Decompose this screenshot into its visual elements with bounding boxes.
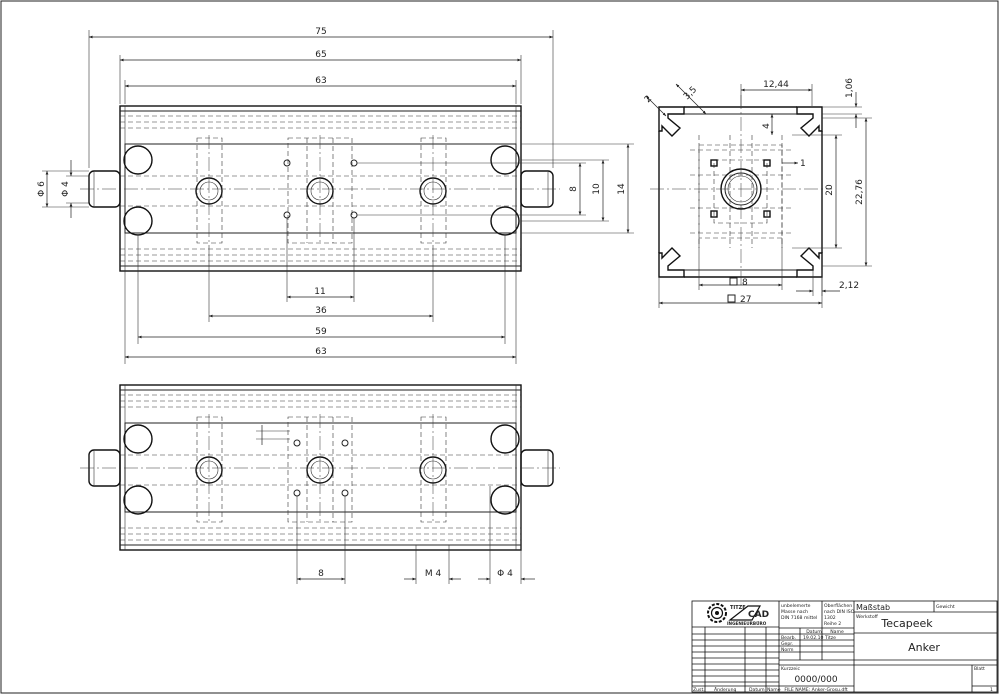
dim-8-vertical: 8 (569, 186, 579, 192)
dim-59: 59 (315, 327, 327, 337)
rev-col-name: Name (767, 687, 781, 693)
row-checked-label: Gepr. (781, 641, 793, 647)
front-view-dimensions: 75 65 63 11 36 59 63 8 10 (37, 27, 634, 364)
dim-8-bottom: 8 (318, 569, 324, 579)
dim-36: 36 (315, 306, 327, 316)
surface-line-3: 1302 (824, 615, 836, 621)
surface-line-4: Reihe 2 (824, 621, 841, 627)
sheet-number: 1 (990, 687, 993, 693)
weight-label: Gewicht (936, 604, 955, 610)
drawn-date: 19.02.10 (803, 635, 824, 641)
logo-text-cad: CAD (748, 610, 769, 620)
dim-phi6: Φ 6 (37, 181, 47, 197)
dim-11: 11 (314, 287, 325, 297)
file-name: FILE NAME: Anker-Grosu.dft (784, 687, 848, 693)
rev-col-change: Änderung (714, 686, 737, 693)
company-logo: TITZE CAD INGENIEURBÜRO (707, 603, 769, 626)
dim-3-5: 3,5 (682, 85, 699, 102)
surface-line-2: nach DIN ISO (824, 609, 855, 615)
dim-m4: M 4 (425, 569, 442, 579)
dim-2-12: 2,12 (839, 281, 859, 291)
dim-1-06: 1,06 (845, 78, 855, 98)
tolerance-line-1: unbelemerte (781, 603, 811, 609)
title-block: TITZE CAD INGENIEURBÜRO unbelemerte Mass… (691, 600, 998, 693)
scale-label: Maßstab (856, 603, 890, 612)
row-norm-label: Norm (781, 647, 794, 653)
dim-75: 75 (315, 27, 326, 37)
dim-12-44: 12,44 (763, 80, 789, 90)
dim-22-76: 22,76 (855, 179, 865, 205)
drawing-number: 0000/000 (794, 675, 837, 685)
drawing-number-label: Kurzzeic (781, 666, 801, 672)
dim-10-vertical: 10 (592, 183, 602, 195)
part-name: Anker (908, 641, 940, 654)
rev-col-date: Datum (749, 687, 765, 693)
dim-4: 4 (762, 123, 772, 129)
dim-1: 1 (800, 159, 806, 169)
dim-square-8: 8 (742, 278, 748, 288)
dim-phi4-left: Φ 4 (61, 181, 71, 197)
tolerance-line-3: DIN 7168 mittel (781, 615, 817, 621)
tolerance-line-2: Masse nach (781, 609, 808, 615)
dim-63-top: 63 (315, 76, 326, 86)
front-view (80, 105, 560, 272)
rev-col-state: Zust. (693, 687, 705, 693)
side-view (650, 95, 832, 288)
dim-20: 20 (825, 184, 835, 196)
row-drawn-label: Bearb. (781, 635, 796, 641)
logo-text-ingenieurbuero: INGENIEURBÜRO (727, 621, 767, 626)
dim-2: 2 (643, 94, 654, 105)
drawn-name: Titze (824, 635, 836, 641)
material-value: Tecapeek (880, 617, 933, 630)
sheet-label: Blatt (974, 666, 985, 672)
col-name-header: Name (830, 629, 844, 635)
dim-14-vertical: 14 (617, 183, 627, 195)
col-date-header: Datum (806, 629, 822, 635)
bottom-view-dimensions: 8 M 4 Φ 4 (296, 486, 535, 584)
dim-square-27: 27 (740, 295, 751, 305)
material-label: Werkstoff (856, 614, 879, 620)
logo-text-titze: TITZE (730, 605, 746, 611)
dim-phi4-bottom: Φ 4 (497, 569, 513, 579)
dim-63-bottom: 63 (315, 347, 326, 357)
bottom-view (80, 384, 560, 551)
dim-65: 65 (315, 50, 326, 60)
side-view-dimensions: 2 3,5 12,44 1,06 4 1 20 22,76 8 27 (643, 78, 872, 308)
surface-line-1: Oberflächen (824, 603, 852, 609)
